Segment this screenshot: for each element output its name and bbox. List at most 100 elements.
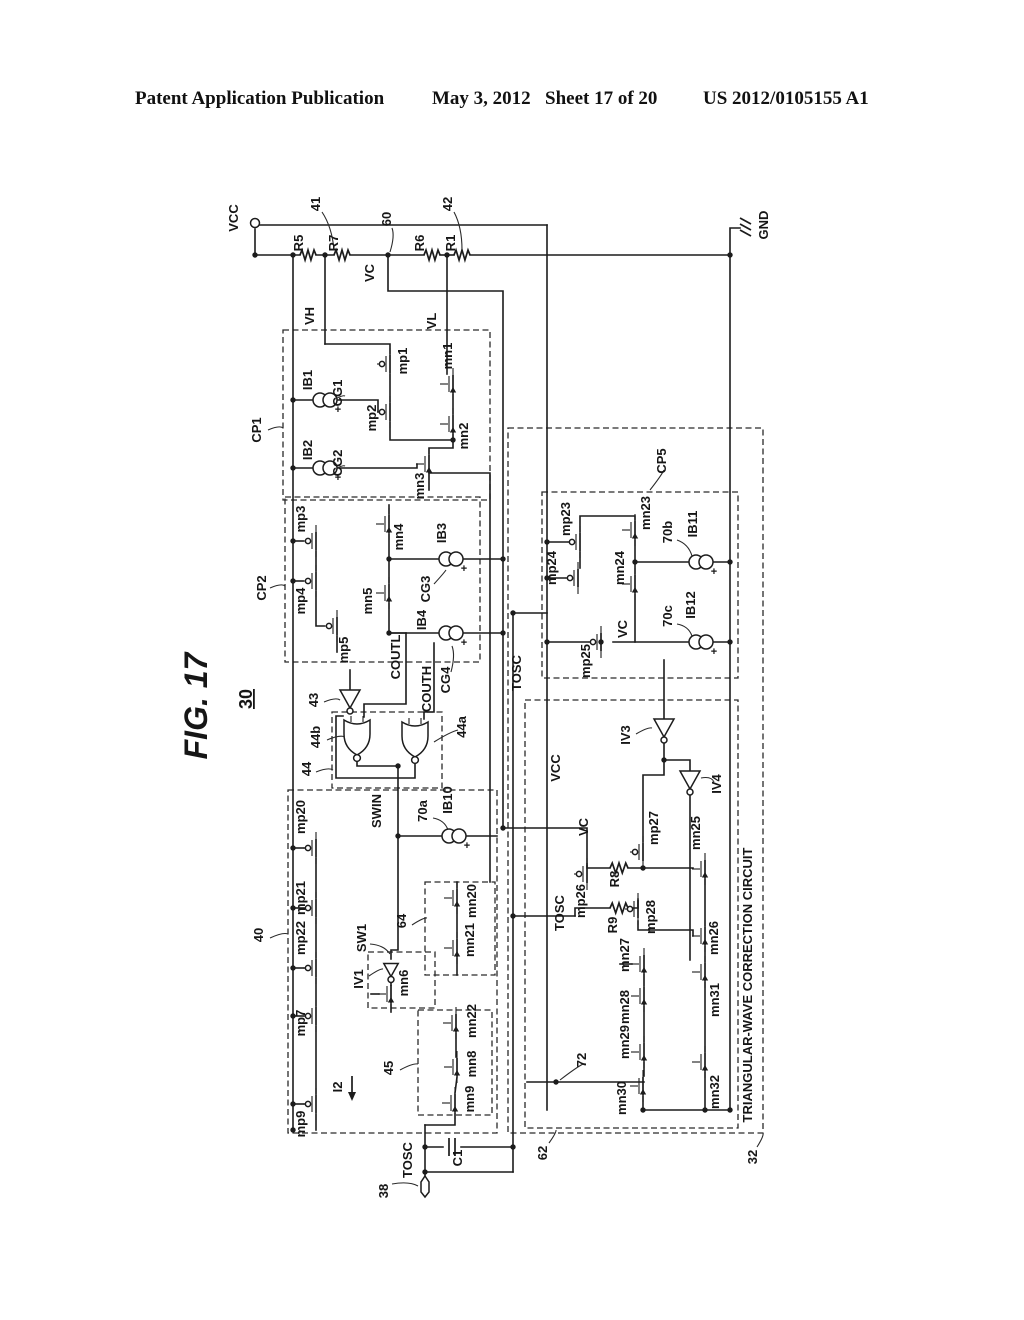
label-mp20: mp20 [293,800,308,834]
resistor-R8 [609,860,629,876]
label-mp26: mp26 [573,884,588,918]
label-mp25: mp25 [578,644,593,678]
leader-line [389,227,394,253]
dashed-block-box [282,329,491,501]
p-gate-bubble-mp24 [566,574,574,582]
label-vc: VC [362,263,377,282]
p-gate-bubble-mp9 [304,1100,312,1108]
junction-dot [727,639,733,645]
wire [729,227,741,256]
label-cg2: CG2 [330,450,345,477]
p-gate-bubble-mp3 [304,537,312,545]
p-gate-bubble-mp1 [378,360,386,368]
leader-line [676,623,693,637]
junction-dot [290,397,296,403]
label-60: 60 [379,212,394,226]
n-arrow-mn9 [451,1106,459,1112]
wire [390,765,399,960]
header-date: May 3, 2012 [432,88,531,109]
dashed-block-box [417,1009,493,1116]
label-mn9: mn9 [462,1086,477,1113]
label-mn27: mn27 [617,938,632,972]
label-vc: VC [576,817,591,836]
ground-symbol [739,229,752,237]
label-ib1: IB1 [300,370,315,390]
plus-sign-IB1: + [335,404,341,416]
junction-dot [290,1101,296,1107]
n-arrow-mn30 [639,1089,647,1095]
label-mp24: mp24 [544,550,559,585]
label-mp22: mp22 [293,921,308,955]
wire [336,399,379,413]
dashed-block-box [287,789,498,1134]
label-cp1: CP1 [249,417,264,442]
leader-line [432,817,449,831]
inverter-bubble-IV3 [660,736,668,744]
nor-gate-44a [401,720,429,758]
leader-line [315,768,334,773]
label-mn2: mn2 [456,423,471,450]
label-vc: VC [615,619,630,638]
label-mn31: mn31 [707,983,722,1017]
n-arrow-mn1 [449,387,457,393]
resistor-R9 [609,900,629,916]
leader-line [321,211,335,251]
label-mp28: mp28 [643,900,658,934]
label-mn24: mn24 [612,550,627,585]
dashed-block-box [284,496,481,663]
label-44: 44 [299,761,314,776]
label-38: 38 [376,1184,391,1198]
label-mn5: mn5 [360,588,375,615]
wire [335,715,416,779]
label-mn25: mn25 [688,816,703,850]
current-source-IB2 [322,460,338,476]
resistor-R1 [453,246,471,263]
label-cg3: CG3 [418,576,433,603]
label-43: 43 [306,693,321,707]
n-arrow-mn6 [387,997,395,1003]
label-30: 30 [236,689,256,709]
label-ib4: IB4 [414,609,429,630]
nor-bubble-44a [410,755,420,765]
leader-line [368,968,384,977]
header-publication: Patent Application Publication [135,88,385,109]
leader-line [391,1182,419,1187]
n-arrow-mn21 [453,951,461,957]
label-62: 62 [535,1146,550,1160]
label-mn32: mn32 [707,1075,722,1109]
junction-dot [290,538,296,544]
nor-bubble-44b [352,753,362,763]
label-ib3: IB3 [434,523,449,543]
wire [428,439,454,455]
ground-symbol [739,217,752,225]
label-44b: 44b [308,726,323,748]
label-couth: COUTH [419,666,434,712]
junction-dot [510,610,516,616]
label-cp5: CP5 [654,448,669,473]
label-44a: 44a [454,715,469,737]
p-gate-bubble-mp7 [304,1012,312,1020]
current-source-IB12 [698,634,714,650]
leader-line [433,569,447,585]
label-vl: VL [424,313,439,330]
junction-dot [386,556,392,562]
p-gate-bubble-mp28 [626,905,634,913]
label-r9: R9 [605,917,620,934]
label-ib11: IB11 [685,511,700,538]
current-arrow-head-i2 [348,1092,356,1101]
inverter-bubble-IV4 [686,788,694,796]
junction-dot [727,252,733,258]
p-gate-bubble-mp4 [304,577,312,585]
wire [315,590,325,627]
ground-symbol [739,223,752,231]
wire [389,421,454,441]
inverter-43 [338,689,362,710]
label-iv3: IV3 [618,725,633,745]
label-i2: I2 [330,1082,345,1093]
plus-sign-IB2: + [335,472,341,484]
label-70b: 70b [660,521,675,543]
resistor-R5 [299,246,317,263]
junction-dot [290,1013,296,1019]
n-arrow-mn27 [640,967,648,973]
